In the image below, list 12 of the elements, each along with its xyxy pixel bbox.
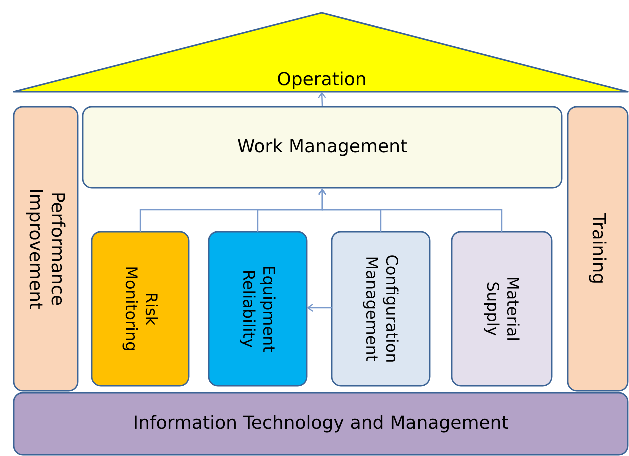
process-box: Configuration Management <box>331 231 431 387</box>
foundation-band: Information Technology and Management <box>13 392 629 456</box>
pillar: Performance Improvement <box>13 106 79 392</box>
roof-triangle: Operation <box>13 12 629 93</box>
process-box: Risk Monitoring <box>91 231 190 387</box>
process-box: Work Management <box>82 106 563 189</box>
arrow <box>318 188 503 232</box>
arrow <box>318 92 326 106</box>
process-box: Equipment Reliability <box>208 231 308 387</box>
process-box: Material Supply <box>451 231 553 387</box>
pillar: Training <box>567 106 629 392</box>
arrow <box>307 304 332 312</box>
